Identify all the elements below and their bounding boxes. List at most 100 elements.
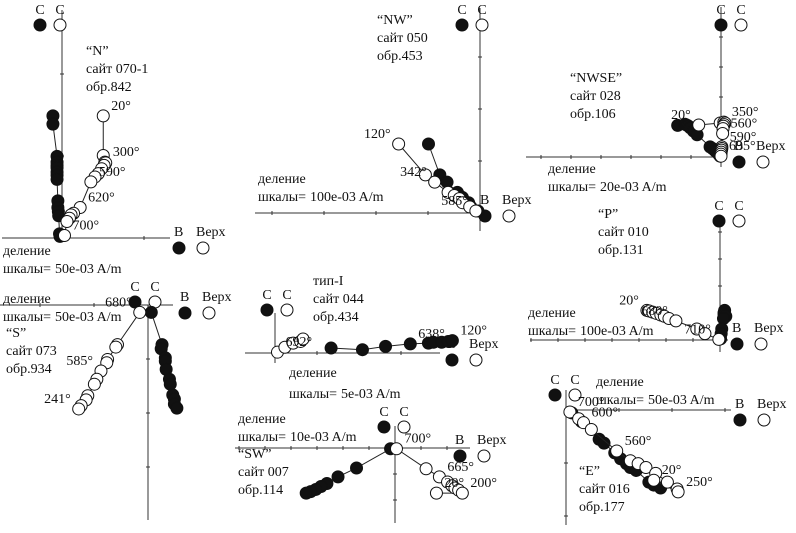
vertical-projection-point: [418, 168, 432, 182]
site-label: сайт 073: [6, 344, 57, 359]
horizontal-projection-point: [170, 401, 184, 415]
north-label-open: C: [477, 3, 486, 18]
scale-word-2-n: шкалы=: [3, 262, 51, 277]
temperature-label: 120°: [460, 324, 487, 339]
north-label-filled: C: [262, 288, 271, 303]
scale-word-label: шкалы=: [238, 430, 286, 445]
horizontal-projection-point: [299, 486, 313, 500]
temperature-label: 700°: [404, 432, 431, 447]
temperature-label: 20°: [662, 463, 682, 478]
vertical-projection-point: [469, 204, 483, 218]
scale-word-label: шкалы=: [528, 324, 576, 339]
temperature-label: 20°: [444, 476, 464, 491]
legend-horizontal-marker: [377, 420, 391, 434]
diagram-title: “S”: [6, 326, 26, 341]
sample-label: обр.842: [86, 80, 132, 95]
scale-value-label: 5e-03 A/m: [341, 387, 401, 402]
vertical-projection-point: [712, 332, 726, 346]
north-label-filled: C: [130, 280, 139, 295]
vertical-projection-point: [716, 127, 730, 141]
legend-horizontal-marker: [453, 449, 467, 463]
scale-word-label: шкалы=: [258, 190, 306, 205]
temperature-label: 560°: [625, 434, 652, 449]
up-label-n: Верх: [196, 225, 226, 240]
scale-word-1-n: деление: [3, 244, 51, 259]
scale-value-label: 50e-03 A/m: [648, 393, 715, 408]
temperature-label: 700°: [72, 219, 99, 234]
sample-label: обр.934: [6, 362, 52, 377]
up-label: Верх: [757, 397, 787, 412]
legend-vertical-marker: [734, 18, 748, 32]
legend-horizontal-marker: [548, 388, 562, 402]
north-label-filled: C: [550, 373, 559, 388]
vertical-projection-point: [57, 229, 71, 243]
vertical-projection-point: [584, 423, 598, 436]
scale-value-label: 100e-03 A/m: [310, 190, 384, 205]
north-label-open: C: [150, 280, 159, 295]
up-label: Верх: [477, 433, 507, 448]
scale-word-label: деление: [238, 412, 286, 427]
temperature-label: 250°: [686, 475, 713, 490]
diagram-title: “P”: [598, 207, 618, 222]
legend-horizontal-marker: [730, 337, 744, 351]
legend-horizontal-marker: [712, 214, 726, 228]
north-label-filled: C: [35, 3, 44, 18]
temperature-label: 590°: [99, 165, 126, 180]
sample-label: обр.106: [570, 107, 616, 122]
temperature-label: 585°: [441, 194, 468, 209]
vertical-projection-point: [392, 137, 406, 151]
temperature-label: 20°: [671, 108, 691, 123]
temperature-label: 120°: [364, 127, 391, 142]
diagram-title: “NWSE”: [570, 71, 622, 86]
legend-vertical-marker: [477, 449, 491, 463]
horizontal-projection-point: [50, 172, 64, 186]
site-label: сайт 028: [570, 89, 621, 104]
temperature-label: 695°: [729, 139, 756, 154]
vertical-projection-point: [669, 314, 683, 328]
temperature-label: 350°: [732, 105, 759, 120]
diagram-title: тип-I: [313, 274, 344, 289]
vertical-projection-point: [87, 377, 101, 391]
sample-label: обр.114: [238, 483, 283, 498]
scale-value-label: 50e-03 A/m: [55, 262, 122, 277]
vertical-projection-point: [428, 175, 442, 189]
vertical-projection-point: [563, 405, 577, 419]
vertical-projection-point: [714, 149, 728, 163]
temperature-label: 200°: [470, 476, 497, 491]
site-label: сайт 010: [598, 225, 649, 240]
site-label: сайт 007: [238, 465, 289, 480]
scale-value-label: 20e-03 A/m: [600, 180, 667, 195]
horizontal-projection-point: [163, 377, 177, 391]
east-label: В: [735, 397, 744, 412]
north-label-filled: C: [457, 3, 466, 18]
legend-vertical-marker: [732, 214, 746, 228]
temperature-label: 620°: [88, 190, 115, 205]
scale-word-label: шкалы=: [596, 393, 644, 408]
north-label-open: C: [55, 3, 64, 18]
legend-horizontal-marker: [455, 18, 469, 32]
north-label-open: C: [282, 288, 291, 303]
vertical-projection-point: [133, 305, 147, 319]
vertical-projection-point: [639, 461, 653, 475]
site-label: сайт 044: [313, 292, 364, 307]
legend-vertical-marker: [280, 303, 294, 317]
diagram-title: “E”: [579, 464, 600, 479]
vertical-projection-point: [660, 475, 674, 489]
horizontal-projection-point: [597, 436, 611, 450]
temperature-label: 638°: [418, 327, 445, 342]
legend-horizontal-marker: [714, 18, 728, 32]
scale-word-label: деление: [528, 306, 576, 321]
legend-horizontal-marker: [733, 413, 747, 427]
scale-word-label: шкалы=: [289, 387, 337, 402]
horizontal-projection-point: [445, 334, 459, 348]
vertical-projection-point: [692, 118, 706, 132]
east-label: В: [480, 193, 489, 208]
legend-vertical-marker: [53, 18, 67, 32]
temperature-label: 20°: [111, 99, 131, 114]
temperature-label: 710°: [684, 322, 711, 337]
